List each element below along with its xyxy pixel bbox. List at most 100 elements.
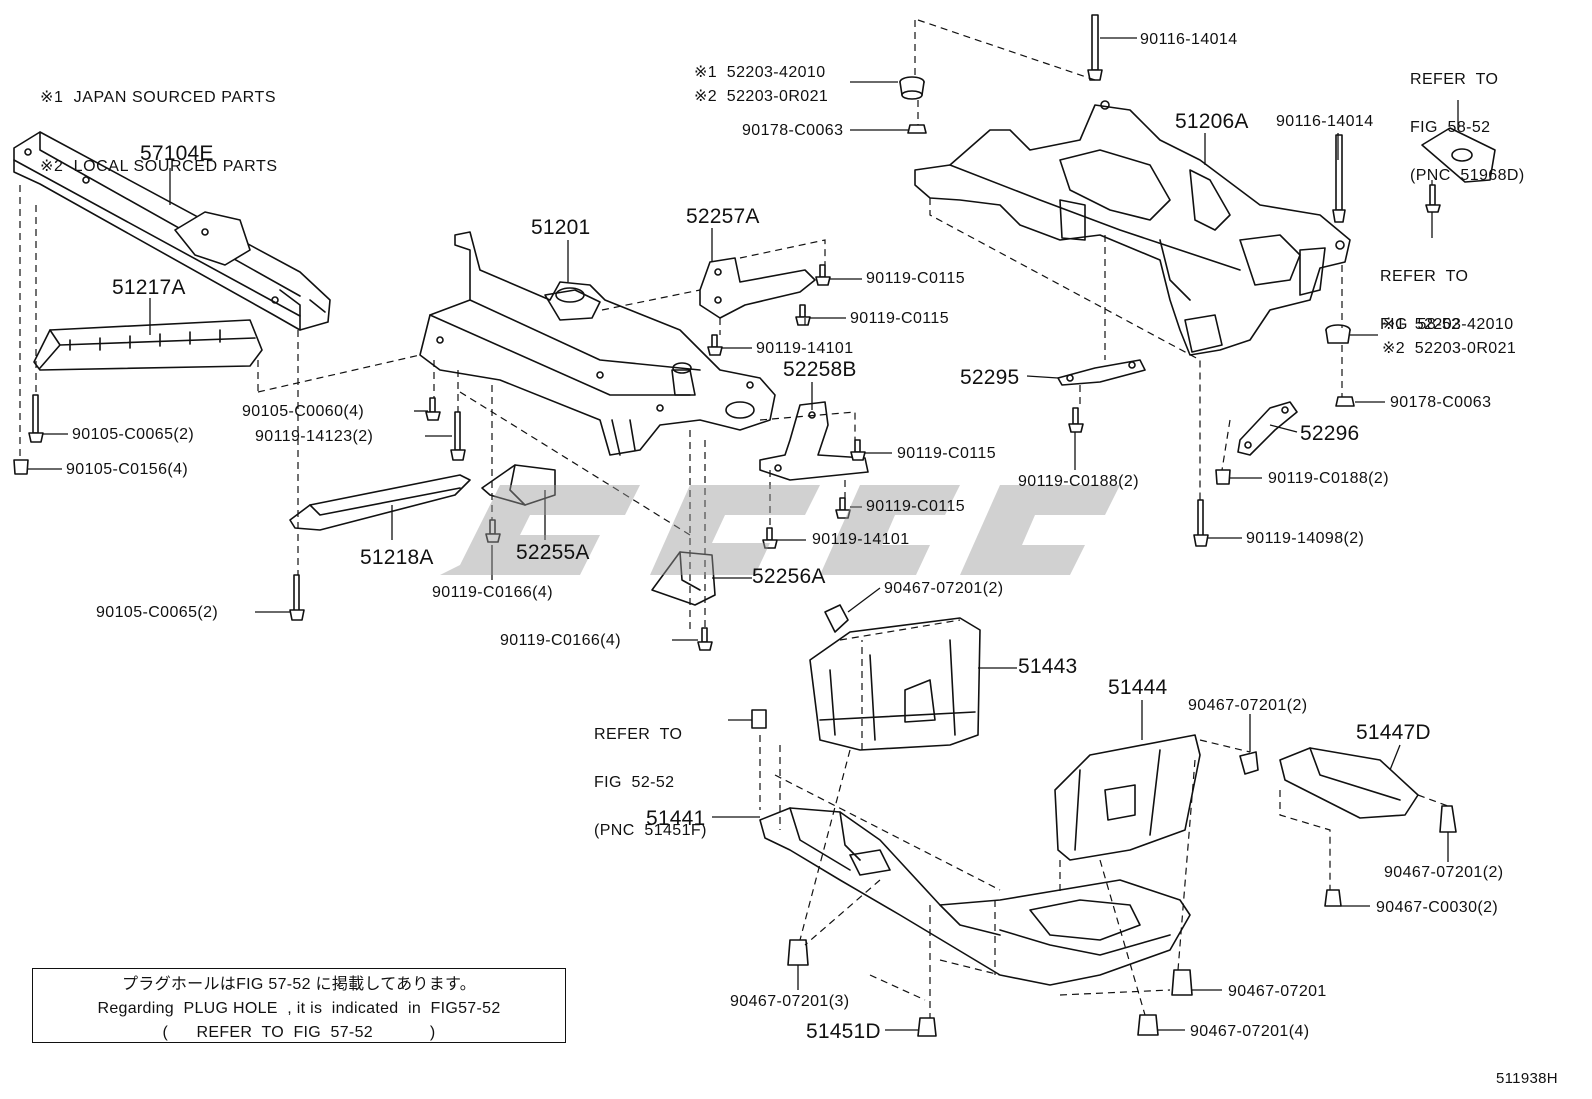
link-52296 <box>1237 401 1298 456</box>
bolt-label: 90116-14014 <box>1276 113 1374 130</box>
bolt-label: 90105-C0065(2) <box>96 604 219 621</box>
nut-right <box>1335 396 1355 407</box>
part-label-52256a: 52256A <box>752 565 826 588</box>
clip-07201-f <box>1137 1014 1159 1036</box>
bolt-c0065-a <box>28 394 44 443</box>
bolt-label: 90116-14014 <box>1140 31 1238 48</box>
bolt-label: 90119-14123(2) <box>255 428 374 445</box>
fasteners <box>13 14 1457 1037</box>
bolt-label: ※2 52203-0R021 <box>1382 340 1517 357</box>
clip-51451d <box>917 1017 937 1037</box>
bracket-52255a <box>481 464 556 506</box>
bolt-label: ※1 52203-42010 <box>1382 316 1514 333</box>
bolt-label: 90178-C0063 <box>1390 394 1492 411</box>
cover-51447d <box>1279 747 1419 819</box>
bolt-14101-a <box>707 334 723 356</box>
bolt-label: 90119-C0115 <box>866 498 965 515</box>
bolt-label: 90105-C0156(4) <box>66 461 189 478</box>
bolt-14101-b <box>762 527 778 549</box>
stud-bolt-top <box>1087 14 1103 81</box>
bracket-52258b <box>759 401 869 481</box>
reference-line: FIG 58-52 <box>1410 119 1491 136</box>
bolt-label: 90119-14098(2) <box>1246 530 1365 547</box>
side-cover-51444 <box>1054 734 1201 861</box>
nut-top-left <box>907 124 927 134</box>
reference-line: FIG 58-52 <box>1380 316 1461 333</box>
bolt-c0188-a <box>1068 407 1084 433</box>
engine-under-cover-51443 <box>809 617 981 751</box>
cover-51218a <box>289 474 471 531</box>
bolt-label: 90119-14101 <box>812 531 910 548</box>
clip-label: 90467-07201(4) <box>1190 1023 1310 1040</box>
legend-line-japan: ※1 JAPAN SOURCED PARTS <box>40 89 277 106</box>
bracket-52257a <box>699 257 816 319</box>
bolt-c0156 <box>13 459 29 475</box>
bolt-label: 90178-C0063 <box>742 122 844 139</box>
reference-line: REFER TO <box>1410 71 1499 88</box>
rear-suspension-member-51206a <box>914 100 1351 356</box>
clip-07201-a <box>824 604 849 633</box>
bushing-right <box>1325 324 1351 344</box>
part-label-51443: 51443 <box>1018 655 1078 678</box>
reference-note-fig58: REFER TO FIG 58-52 <box>1380 237 1468 349</box>
clip-07201-b <box>1239 751 1259 775</box>
bolt-label: 90119-C0115 <box>866 270 965 287</box>
plug-hole-note: プラグホールはFIG 57-52 に掲載してあります。 Regarding PL… <box>32 968 566 1043</box>
part-label-51218a: 51218A <box>360 546 434 569</box>
part-label-51206a: 51206A <box>1175 110 1249 133</box>
bracket-52256a <box>651 551 716 606</box>
bolt-label: 90105-C0065(2) <box>72 426 195 443</box>
bolt-label: 90119-C0115 <box>897 445 996 462</box>
clip-07201-c <box>1439 805 1457 833</box>
note-line-refer: ( REFER TO FIG 57-52 ) <box>162 1024 436 1041</box>
bolt-c0188-b <box>1215 469 1231 485</box>
part-label-52257a: 52257A <box>686 205 760 228</box>
figure-id: 511938H <box>1496 1070 1558 1087</box>
clip-label: 90467-C0030(2) <box>1376 899 1499 916</box>
note-line-japanese: プラグホールはFIG 57-52 に掲載してあります。 <box>121 976 477 993</box>
bracket-51968d <box>1421 127 1496 183</box>
bolt-label: 90105-C0060(4) <box>242 403 365 420</box>
bolt-label: 90119-C0166(4) <box>500 632 621 649</box>
leader-lines <box>28 37 1459 1031</box>
bolt-label: 90119-C0115 <box>850 310 949 327</box>
cover-51217a <box>33 319 263 371</box>
part-label-51447d: 51447D <box>1356 721 1431 744</box>
clip-label: 90467-07201(3) <box>730 993 850 1010</box>
reference-note-51451f: REFER TO FIG 52-52 (PNC 51451F) <box>594 695 707 855</box>
bolt-c0060 <box>425 397 441 421</box>
bolt-label: 90119-C0188(2) <box>1018 473 1139 490</box>
part-label-52296: 52296 <box>1300 422 1360 445</box>
legend: ※1 JAPAN SOURCED PARTS ※2 LOCAL SOURCED … <box>40 40 278 201</box>
clip-07201-e <box>787 939 809 966</box>
stud-bolt-right <box>1332 134 1346 223</box>
part-label-51444: 51444 <box>1108 676 1168 699</box>
note-line-english: Regarding PLUG HOLE , it is indicated in… <box>97 1000 501 1017</box>
clip-c0030 <box>1324 889 1342 907</box>
watermark-logo <box>440 485 1120 575</box>
bolt-c0115-3 <box>850 439 866 461</box>
bolt-c0115-4 <box>835 497 851 519</box>
bolt-c0115-2 <box>795 304 811 326</box>
reference-line: (PNC 51451F) <box>594 822 707 839</box>
reference-line: FIG 52-52 <box>594 774 675 791</box>
link-52295 <box>1057 359 1146 386</box>
plug-51451f <box>751 709 767 729</box>
bolt-c0166-b <box>697 627 713 651</box>
main-under-cover-51441 <box>759 807 1191 986</box>
bolt-label: 90119-C0166(4) <box>432 584 553 601</box>
reference-line: REFER TO <box>594 726 683 743</box>
legend-line-local: ※2 LOCAL SOURCED PARTS <box>40 158 278 175</box>
part-label-51201: 51201 <box>531 216 591 239</box>
part-label-57104e: 57104E <box>140 142 214 165</box>
clip-label: 90467-07201(2) <box>1384 864 1504 881</box>
bolt-label: ※1 52203-42010 <box>694 64 826 81</box>
reference-line: REFER TO <box>1380 268 1469 285</box>
part-label-52295: 52295 <box>960 366 1020 389</box>
bolt-label: 90119-C0188(2) <box>1268 470 1389 487</box>
clip-label: 90467-07201(2) <box>1188 697 1308 714</box>
bushing-top-left <box>899 76 925 100</box>
bolt-c0065-b <box>289 574 305 621</box>
dashed-assembly-lines <box>19 19 1449 1018</box>
